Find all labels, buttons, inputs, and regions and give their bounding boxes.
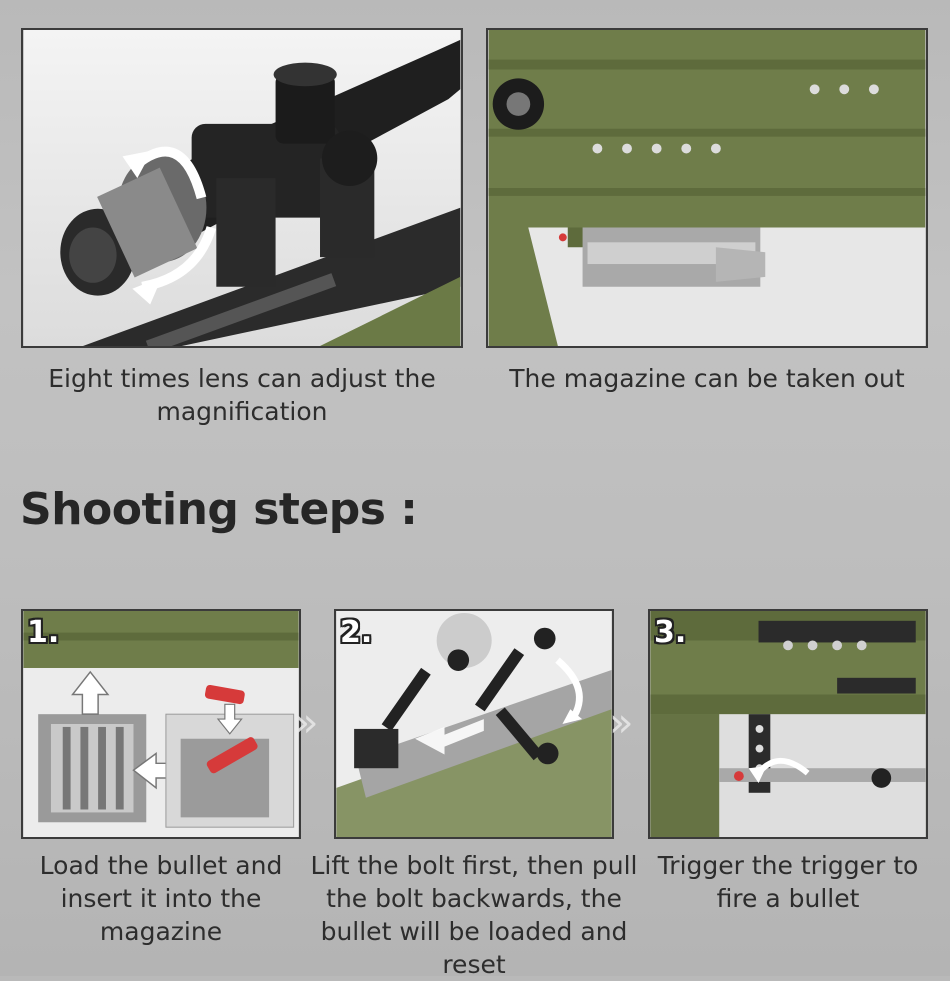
magazine-photo (486, 28, 928, 348)
section-title: Shooting steps : (20, 484, 418, 535)
step-2-illustration (336, 611, 612, 837)
step-arrow-1-icon: » (294, 700, 319, 746)
step-2-caption: Lift the bolt first, then pull the bolt … (310, 851, 638, 979)
step-1-illustration (23, 611, 299, 837)
scope-photo (21, 28, 463, 348)
step-arrow-2-icon: » (609, 700, 634, 746)
step-3-number: 3. (654, 615, 687, 650)
step-1-number: 1. (27, 615, 60, 650)
feature-caption-magazine: The magazine can be taken out (509, 364, 905, 393)
scope-illustration (23, 30, 461, 346)
magazine-illustration (488, 30, 926, 346)
step-2-number: 2. (340, 615, 373, 650)
step-1-photo: 1. (21, 609, 301, 839)
step-2-photo: 2. (334, 609, 614, 839)
step-3-photo: 3. (648, 609, 928, 839)
step-1-caption: Load the bullet and insert it into the m… (39, 851, 283, 946)
step-3-illustration (650, 611, 926, 837)
step-3-caption: Trigger the trigger to fire a bullet (657, 851, 919, 913)
feature-caption-scope: Eight times lens can adjust the magnific… (48, 364, 436, 426)
